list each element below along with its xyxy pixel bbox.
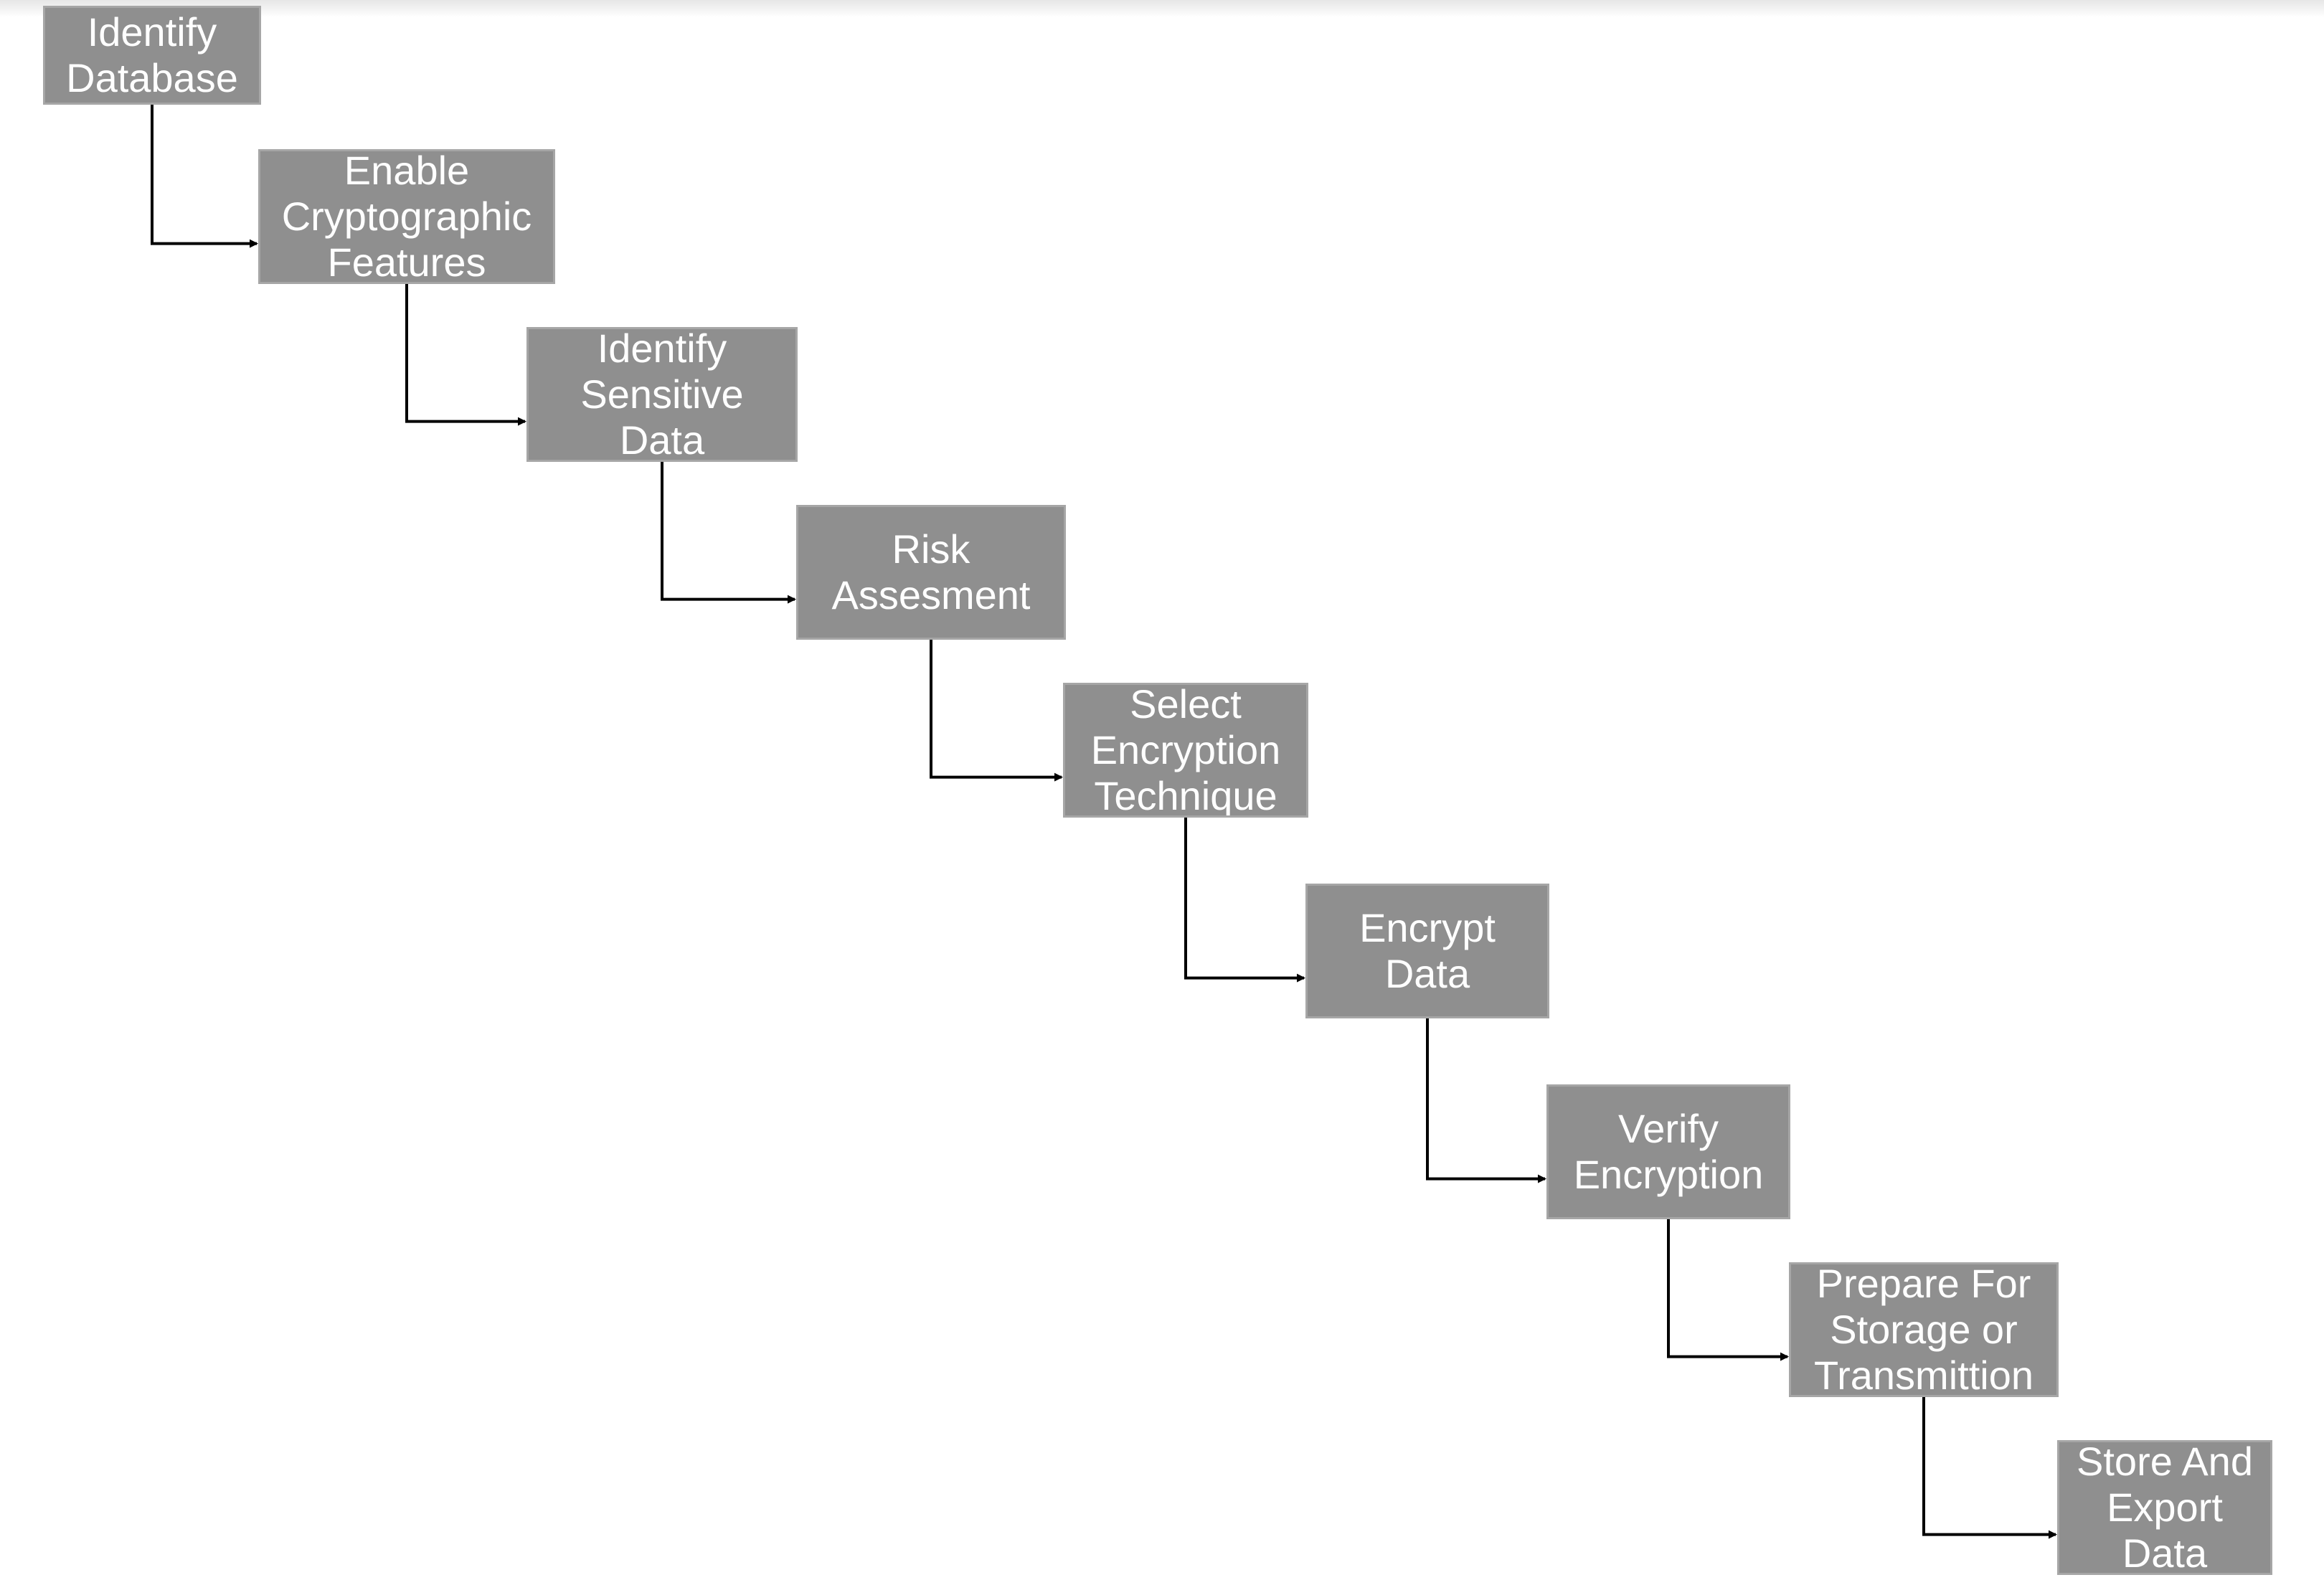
step-label: Verify Encryption	[1573, 1106, 1764, 1197]
step-identify-sensitive-data: Identify Sensitive Data	[526, 327, 798, 462]
step-identify-database: Identify Database	[43, 6, 261, 105]
connector-arrow	[1667, 1219, 1789, 1361]
step-label: Select Encryption Technique	[1090, 683, 1281, 818]
top-border	[0, 0, 2324, 17]
step-select-encryption-technique: Select Encryption Technique	[1063, 683, 1308, 818]
step-label: Identify Sensitive Data	[580, 327, 744, 462]
step-risk-assesment: Risk Assesment	[796, 505, 1066, 640]
connector-arrow	[930, 640, 1063, 782]
step-label: Identify Database	[66, 9, 238, 100]
connector-arrow	[1426, 1018, 1546, 1183]
connector-arrow	[405, 284, 526, 426]
step-label: Enable Cryptographic Features	[281, 149, 532, 284]
connector-arrow	[1184, 818, 1305, 983]
connector-arrow	[151, 105, 258, 248]
step-label: Prepare For Storage or Transmittion	[1813, 1262, 2034, 1397]
step-label: Store And Export Data	[2077, 1440, 2253, 1575]
step-encrypt-data: Encrypt Data	[1305, 884, 1549, 1018]
step-verify-encryption: Verify Encryption	[1546, 1084, 1790, 1219]
step-label: Risk Assesment	[831, 526, 1031, 618]
step-prepare-for-storage: Prepare For Storage or Transmittion	[1789, 1262, 2059, 1397]
step-enable-cryptographic-features: Enable Cryptographic Features	[258, 149, 555, 284]
step-label: Encrypt Data	[1359, 905, 1496, 996]
connector-arrow	[661, 462, 796, 604]
step-store-and-export-data: Store And Export Data	[2057, 1440, 2272, 1575]
connector-arrow	[1922, 1397, 2057, 1539]
